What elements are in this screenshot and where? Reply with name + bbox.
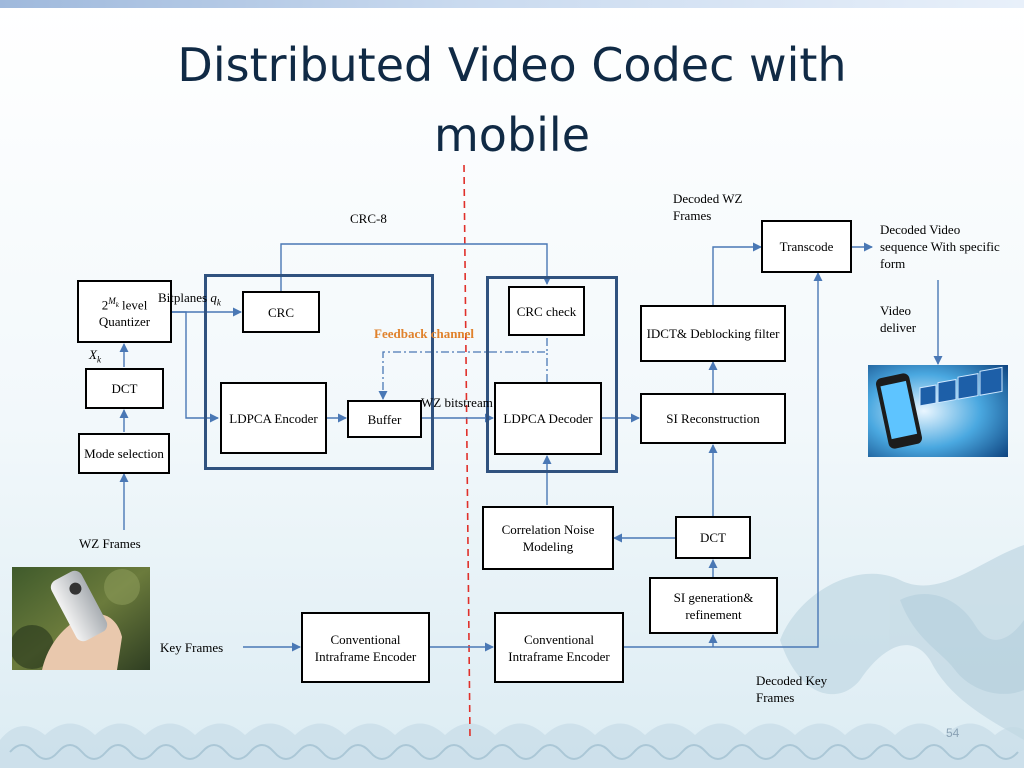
- decoded-key-frames-label: Decoded Key Frames: [756, 673, 828, 705]
- wz-frames-label: WZ Frames: [79, 536, 141, 551]
- si-reconstruction-block: SI Reconstruction: [640, 393, 786, 444]
- xk-label: Xk: [89, 347, 101, 365]
- mode-selection-block: Mode selection: [78, 433, 170, 474]
- ldpca-decoder-block: LDPCA Decoder: [494, 382, 602, 455]
- arrow-feedback-channel: [378, 351, 548, 400]
- arrow-decoder-to-transcode: [624, 272, 823, 648]
- bitplanes-label: Bitplanes qk: [158, 290, 221, 308]
- video-deliver-label: Video deliver: [880, 303, 917, 335]
- mobile-video-image: [868, 365, 1008, 457]
- crc-block: CRC: [242, 291, 320, 333]
- crc-check-block: CRC check: [508, 286, 585, 336]
- page-title: Distributed Video Codec with mobile: [177, 38, 847, 162]
- key-frames-label: Key Frames: [160, 640, 224, 655]
- encoder-decoder-divider: [463, 164, 471, 739]
- page-number: 54: [946, 726, 960, 740]
- quantizer-block: 2Mk level Quantizer: [77, 280, 172, 343]
- feedback-channel-label: Feedback channel: [374, 326, 475, 341]
- buffer-block: Buffer: [347, 400, 422, 438]
- encoder-group: [204, 274, 434, 470]
- intraframe-decoder-block: Conventional Intraframe Encoder: [494, 612, 624, 683]
- arrow-crc8: [280, 243, 552, 292]
- ldpca-encoder-block: LDPCA Encoder: [220, 382, 327, 454]
- crc8-label: CRC-8: [350, 211, 387, 226]
- camera-in-hand-photo: [12, 567, 150, 670]
- wz-bitstream-label: WZ bitstream: [421, 395, 493, 410]
- arrow-quantizer-to-ldpca: [171, 311, 219, 423]
- intraframe-encoder-block: Conventional Intraframe Encoder: [301, 612, 430, 683]
- dct-right-block: DCT: [675, 516, 751, 559]
- dct-left-block: DCT: [85, 368, 164, 409]
- decoded-video-sequence-label: Decoded Video sequence With specific for…: [880, 222, 1000, 271]
- si-generation-block: SI generation& refinement: [649, 577, 778, 634]
- decoder-group: [486, 276, 618, 473]
- transcode-block: Transcode: [761, 220, 852, 273]
- top-accent-bar: [0, 0, 1024, 8]
- arrow-idct-to-transcode: [712, 242, 762, 305]
- correlation-noise-block: Correlation Noise Modeling: [482, 506, 614, 570]
- idct-deblocking-block: IDCT& Deblocking filter: [640, 305, 786, 362]
- decoded-wz-frames-label: Decoded WZ Frames: [673, 191, 743, 223]
